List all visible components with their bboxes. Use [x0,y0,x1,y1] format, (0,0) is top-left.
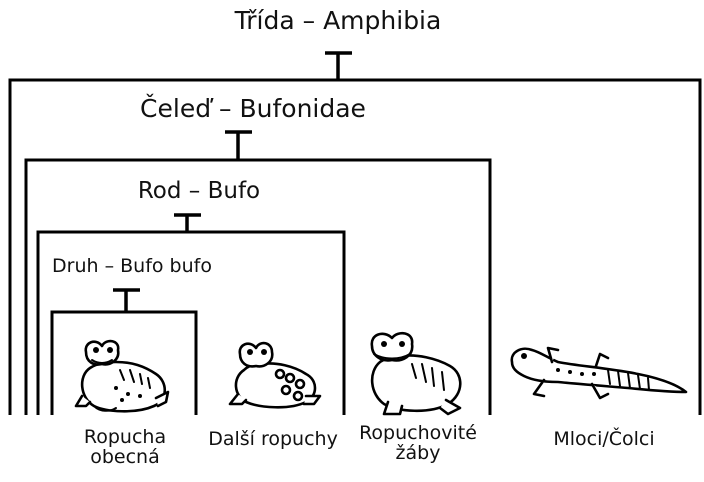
toadlike-frogs-label-line1: Ropuchovité [359,422,477,444]
species-connector [113,290,140,312]
common-toad-label: Ropucha obecná [84,428,166,468]
genus-connector [174,215,201,232]
other-toads-label: Další ropuchy [208,430,338,450]
genus-label: Rod – Bufo [138,179,260,203]
family-connector [225,132,252,160]
salamanders-label: Mloci/Čolci [553,430,654,450]
family-label: Čeleď – Bufonidae [140,96,366,122]
common-toad-label-line2: obecná [90,446,160,468]
class-label: Třída – Amphibia [235,8,442,34]
class-connector [325,53,352,80]
toadlike-frog-icon [372,333,460,414]
other-toad-icon [230,343,320,407]
common-toad-icon [76,341,168,411]
common-toad-label-line1: Ropucha [84,426,166,448]
salamander-icon [512,348,686,398]
species-label: Druh – Bufo bufo [52,257,212,277]
toadlike-frogs-label: Ropuchovité žáby [359,424,477,464]
toadlike-frogs-label-line2: žáby [396,442,441,464]
